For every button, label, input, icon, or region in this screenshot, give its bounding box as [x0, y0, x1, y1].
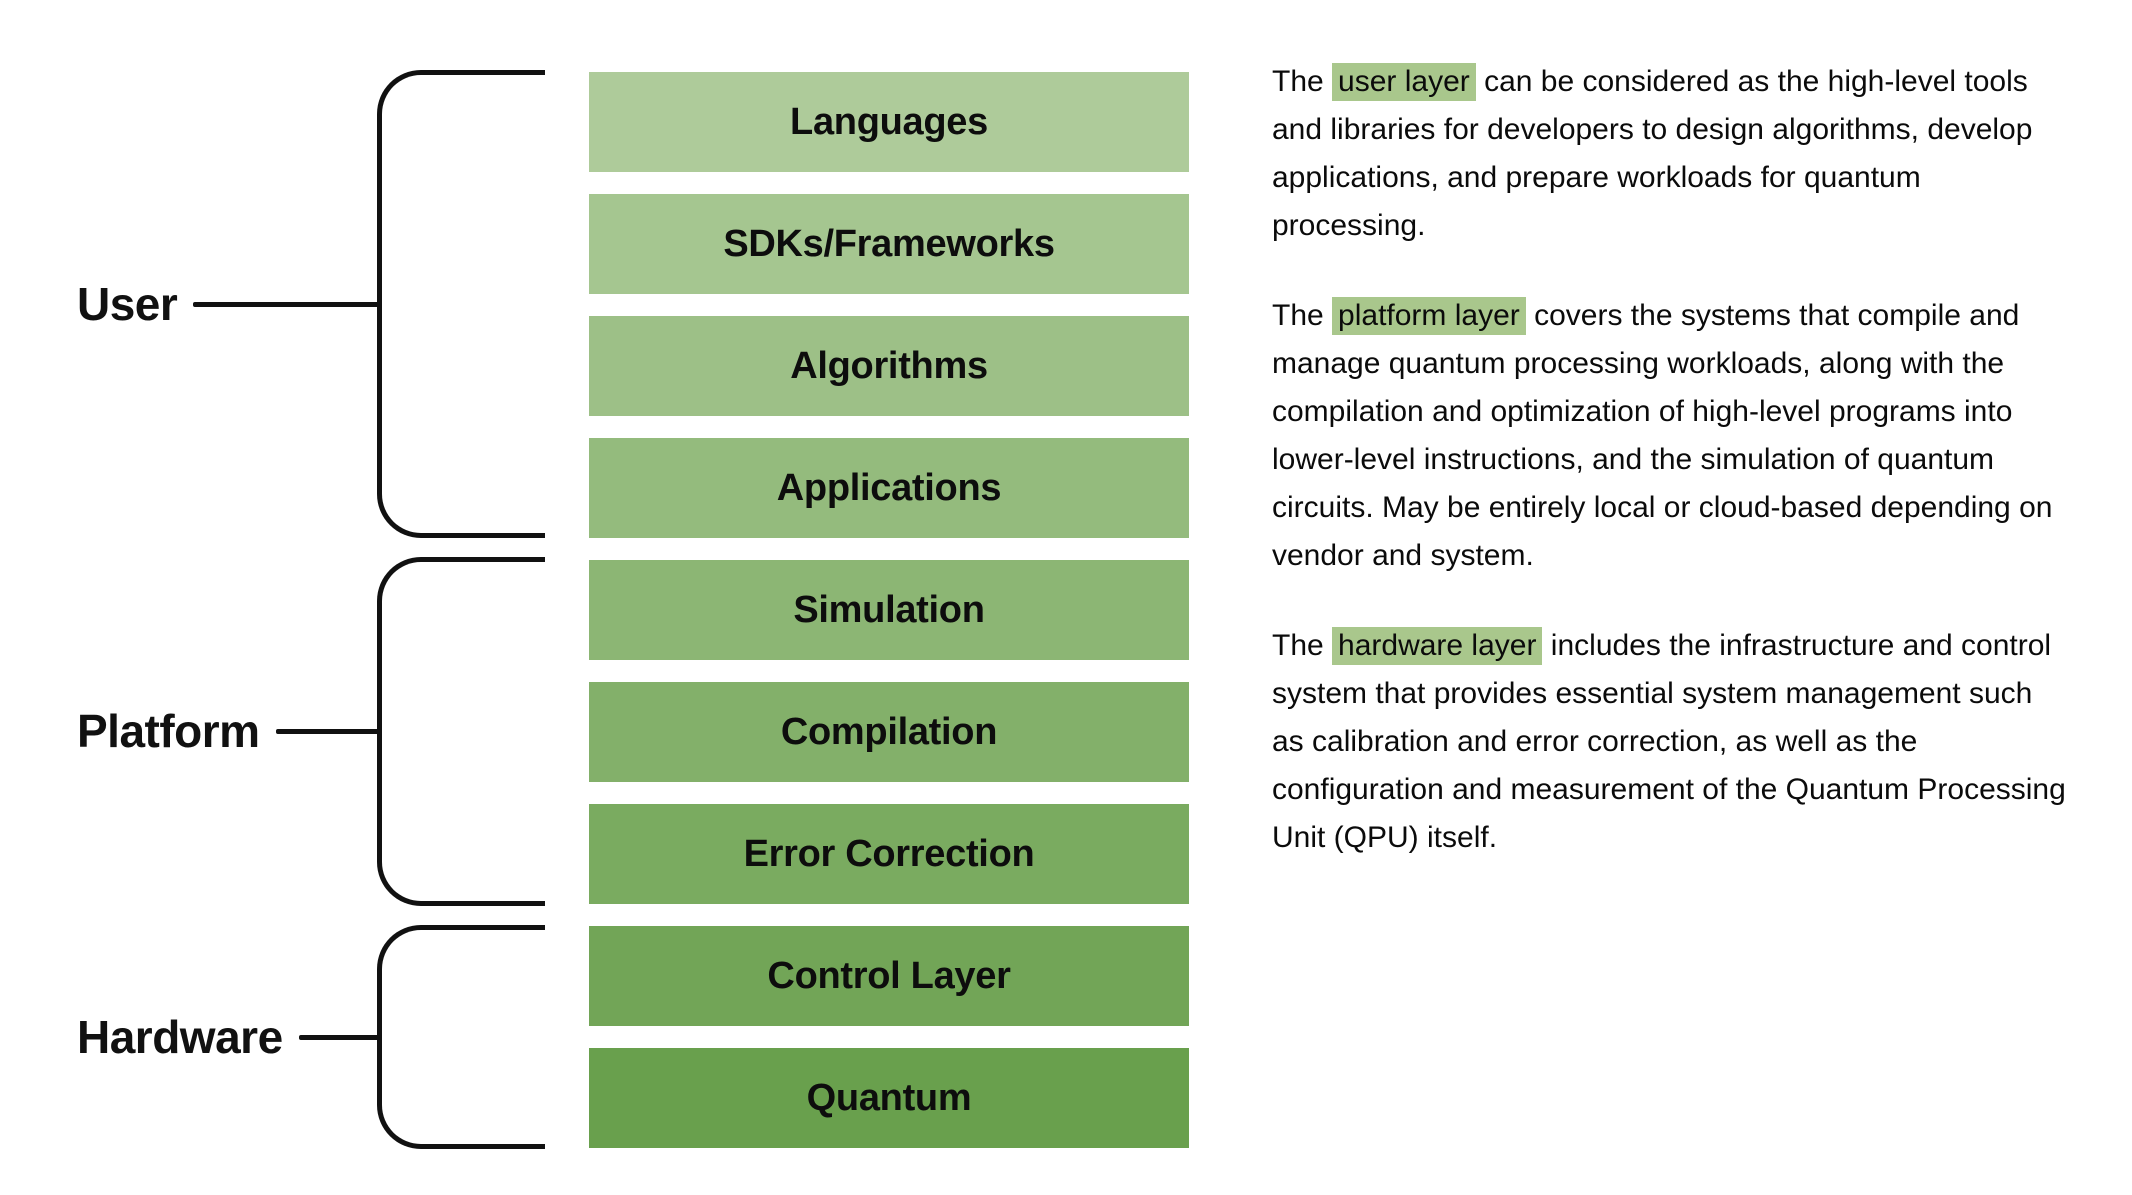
group-label-hardware: Hardware — [77, 1011, 283, 1063]
group-row-hardware: Hardware — [77, 1010, 380, 1064]
description-column: The user layer can be considered as the … — [1272, 58, 2072, 904]
group-row-platform: Platform — [77, 704, 380, 758]
layer-box-algorithms: Algorithms — [589, 316, 1189, 416]
paragraph-text: The — [1272, 299, 1333, 332]
paragraph-text: The — [1272, 65, 1333, 98]
paragraph-text: The — [1272, 629, 1333, 662]
paragraph-text: can be considered as the high-level tool… — [1272, 65, 2033, 242]
paragraph-user-layer: The user layer can be considered as the … — [1272, 58, 2072, 250]
bracket-user — [377, 70, 545, 538]
connector-line-hardware — [298, 1034, 380, 1040]
group-row-user: User — [77, 277, 380, 331]
layer-label: Control Layer — [767, 954, 1011, 997]
layer-label: Error Correction — [743, 832, 1035, 875]
group-label-platform: Platform — [77, 705, 260, 757]
layer-box-applications: Applications — [589, 438, 1189, 538]
paragraph-text: includes the infrastructure and control … — [1272, 629, 2066, 854]
layer-label: Compilation — [780, 710, 998, 753]
layer-box-languages: Languages — [589, 72, 1189, 172]
bracket-platform — [377, 557, 545, 906]
layer-box-compilation: Compilation — [589, 682, 1189, 782]
layer-box-quantum: Quantum — [589, 1048, 1189, 1148]
layer-label: Algorithms — [790, 344, 988, 387]
connector-line-user — [193, 301, 380, 307]
layer-label: SDKs/Frameworks — [723, 222, 1055, 265]
layer-box-control-layer: Control Layer — [589, 926, 1189, 1026]
layer-label: Quantum — [806, 1076, 972, 1119]
connector-line-platform — [275, 728, 380, 734]
group-label-user: User — [77, 278, 178, 330]
layer-box-sdks-frameworks: SDKs/Frameworks — [589, 194, 1189, 294]
paragraph-hardware-layer: The hardware layer includes the infrastr… — [1272, 622, 2072, 862]
highlight-hardware-layer: hardware layer — [1332, 627, 1543, 665]
layer-stack: Languages SDKs/Frameworks Algorithms App… — [589, 72, 1189, 1148]
layer-label: Simulation — [793, 588, 985, 631]
paragraph-text: covers the systems that compile and mana… — [1272, 299, 2053, 572]
layer-label: Applications — [776, 466, 1002, 509]
bracket-hardware — [377, 925, 545, 1149]
layer-label: Languages — [790, 100, 988, 143]
highlight-platform-layer: platform layer — [1332, 297, 1526, 335]
layer-box-error-correction: Error Correction — [589, 804, 1189, 904]
paragraph-platform-layer: The platform layer covers the systems th… — [1272, 292, 2072, 580]
layer-box-simulation: Simulation — [589, 560, 1189, 660]
highlight-user-layer: user layer — [1332, 63, 1476, 101]
